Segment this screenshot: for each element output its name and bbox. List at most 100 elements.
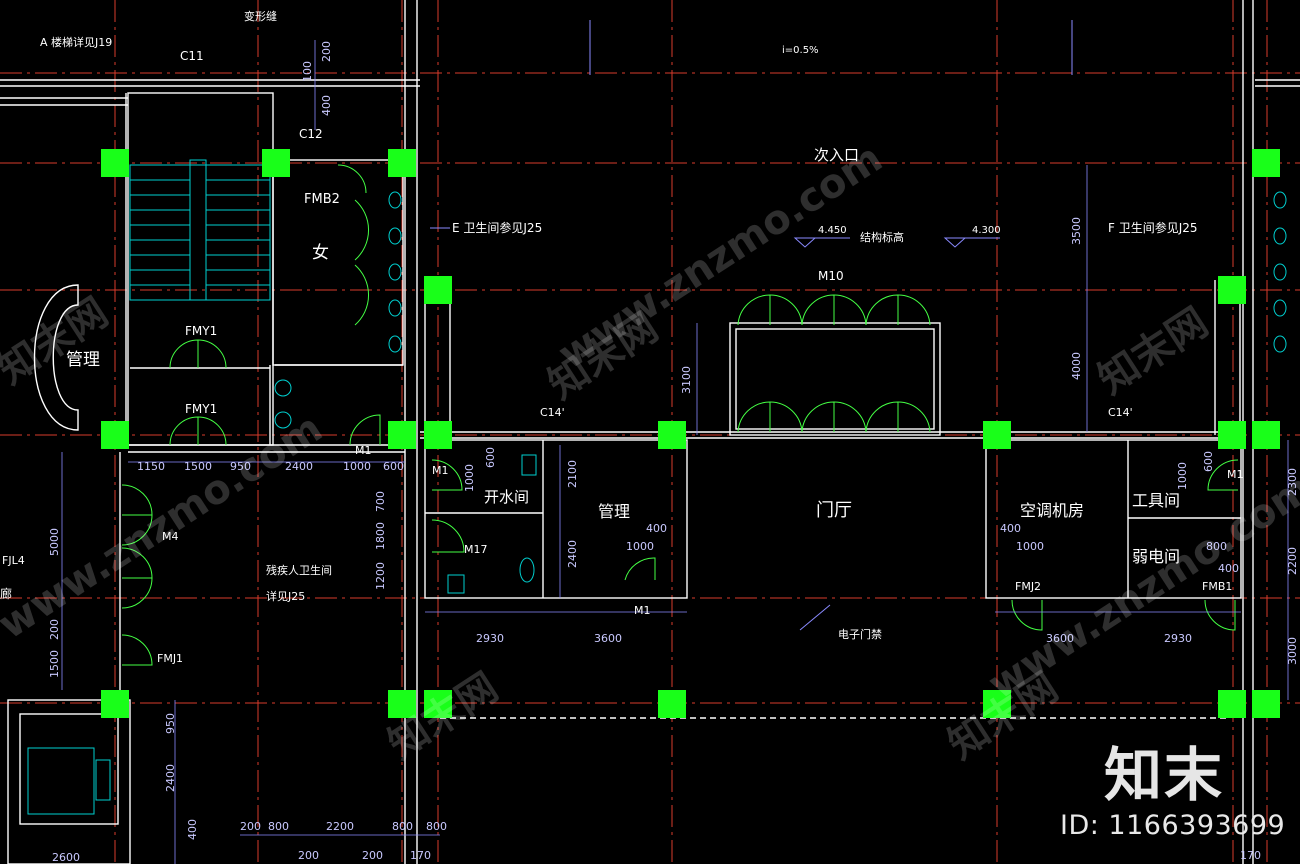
dim-600-rv: 600 <box>1202 451 1215 472</box>
tag-fmj1: FMJ1 <box>157 652 183 665</box>
tag-m4: M4 <box>162 530 179 543</box>
note-left-partial: 廊 <box>0 586 12 601</box>
dim-170-right: 170 <box>1240 849 1261 862</box>
room-water: 开水间 <box>484 488 529 506</box>
tag-c11: C11 <box>180 49 204 63</box>
dim-2200: 2200 <box>1286 547 1299 575</box>
dim-400-mid: 400 <box>646 522 667 535</box>
dim-600-v: 600 <box>484 447 497 468</box>
dim-2100: 2100 <box>566 460 579 488</box>
dim-2400-b: 2400 <box>164 764 177 792</box>
level-b: 4.300 <box>972 225 1001 236</box>
dim-1500: 1500 <box>184 460 212 473</box>
dim-800-b1: 800 <box>268 820 289 833</box>
dim-2300: 2300 <box>1286 468 1299 496</box>
watermark-brand-4: 知末网 <box>380 664 506 768</box>
dim-1000-row: 1000 <box>343 460 371 473</box>
tag-m1-b: M1 <box>432 464 449 477</box>
image-id-label: ID: 1166393699 <box>1060 810 1286 841</box>
dim-1000-rv: 1000 <box>1176 462 1189 490</box>
watermark-brand-2: 知末网 <box>0 289 116 393</box>
dimension-lines <box>61 40 1289 864</box>
dim-3100: 3100 <box>680 366 693 394</box>
room-women-toilet: 女 <box>312 243 329 263</box>
dim-400-top: 400 <box>320 95 333 116</box>
dim-700: 700 <box>374 491 387 512</box>
note-electronic-door: 电子门禁 <box>838 627 882 641</box>
structural-columns <box>101 149 1280 718</box>
tag-c14-right: C14' <box>1108 406 1133 419</box>
dim-1150: 1150 <box>137 460 165 473</box>
dim-400-b: 400 <box>186 819 199 840</box>
tag-c12: C12 <box>299 127 323 141</box>
level-markers <box>430 20 1073 631</box>
room-lobby: 门厅 <box>816 500 852 521</box>
tag-fmj2: FMJ2 <box>1015 580 1041 593</box>
level-a: 4.450 <box>818 225 847 236</box>
dim-3500: 3500 <box>1070 217 1083 245</box>
dim-950-v: 950 <box>164 713 177 734</box>
tag-fmb2: FMB2 <box>304 192 340 207</box>
dim-600-row: 600 <box>383 460 404 473</box>
tag-c14-left: C14' <box>540 406 565 419</box>
note-slope: i=0.5% <box>782 45 819 56</box>
room-hvac: 空调机房 <box>1020 501 1084 520</box>
room-secondary-entrance: 次入口 <box>814 146 859 164</box>
dim-200-b1: 200 <box>240 820 261 833</box>
dim-2400-v: 2400 <box>566 540 579 568</box>
brand-logo: 知末 <box>1104 741 1225 809</box>
dim-2400: 2400 <box>285 460 313 473</box>
tag-m1-d: M1 <box>1227 468 1244 481</box>
note-fjl4: FJL4 <box>2 554 25 567</box>
watermark-site-2: www.znzmo.com <box>0 405 331 648</box>
tag-m10: M10 <box>818 269 844 283</box>
note-accessible-toilet-ref: 详见J25 <box>266 589 305 603</box>
dim-800-b2: 800 <box>392 820 413 833</box>
dim-400-right-2: 400 <box>1218 562 1239 575</box>
tag-fmb1: FMB1 <box>1202 580 1232 593</box>
dim-3600-left: 3600 <box>594 632 622 645</box>
dim-3000: 3000 <box>1286 637 1299 665</box>
dim-400-right: 400 <box>1000 522 1021 535</box>
dim-2600: 2600 <box>52 851 80 864</box>
tag-m1-a: M1 <box>355 444 372 457</box>
note-deform-joint: 变形缝 <box>244 9 277 23</box>
note-stair-ref: A 楼梯详见J19 <box>40 35 112 49</box>
room-tool: 工具间 <box>1132 491 1180 510</box>
dim-1000-mid: 1000 <box>626 540 654 553</box>
stair <box>27 159 271 815</box>
dim-2200-b: 2200 <box>326 820 354 833</box>
dim-950: 950 <box>230 460 251 473</box>
dim-1000-right: 1000 <box>1016 540 1044 553</box>
tag-fmy1-bottom: FMY1 <box>185 402 217 416</box>
room-weak-current: 弱电间 <box>1132 547 1180 566</box>
dim-2930-right: 2930 <box>1164 632 1192 645</box>
note-accessible-toilet: 残疾人卫生间 <box>266 563 332 577</box>
note-toilet-f: F 卫生间参见J25 <box>1108 220 1198 235</box>
watermark-brand-3: 知末网 <box>1090 299 1216 403</box>
toilet-fixtures <box>274 191 1287 594</box>
dim-4000: 4000 <box>1070 352 1083 380</box>
dim-100-top: 100 <box>301 61 314 82</box>
note-toilet-e: E 卫生间参见J25 <box>452 220 542 235</box>
tag-fmy1-top: FMY1 <box>185 324 217 338</box>
dim-5000: 5000 <box>48 528 61 556</box>
tag-m1-c: M1 <box>634 604 651 617</box>
dim-3600-right: 3600 <box>1046 632 1074 645</box>
tag-m17: M17 <box>464 543 488 556</box>
note-structural-level: 结构标高 <box>860 230 904 244</box>
dim-200-top: 200 <box>320 41 333 62</box>
dim-800-b3: 800 <box>426 820 447 833</box>
dim-1200: 1200 <box>374 562 387 590</box>
dim-170-left: 170 <box>410 849 431 862</box>
dim-200-b2: 200 <box>298 849 319 862</box>
dim-1000-v: 1000 <box>463 464 476 492</box>
dim-1800: 1800 <box>374 522 387 550</box>
dim-2930-left: 2930 <box>476 632 504 645</box>
dim-200-left: 200 <box>48 619 61 640</box>
room-management-left: 管理 <box>66 350 100 370</box>
doors <box>121 164 1239 666</box>
room-management-mid: 管理 <box>598 502 630 521</box>
